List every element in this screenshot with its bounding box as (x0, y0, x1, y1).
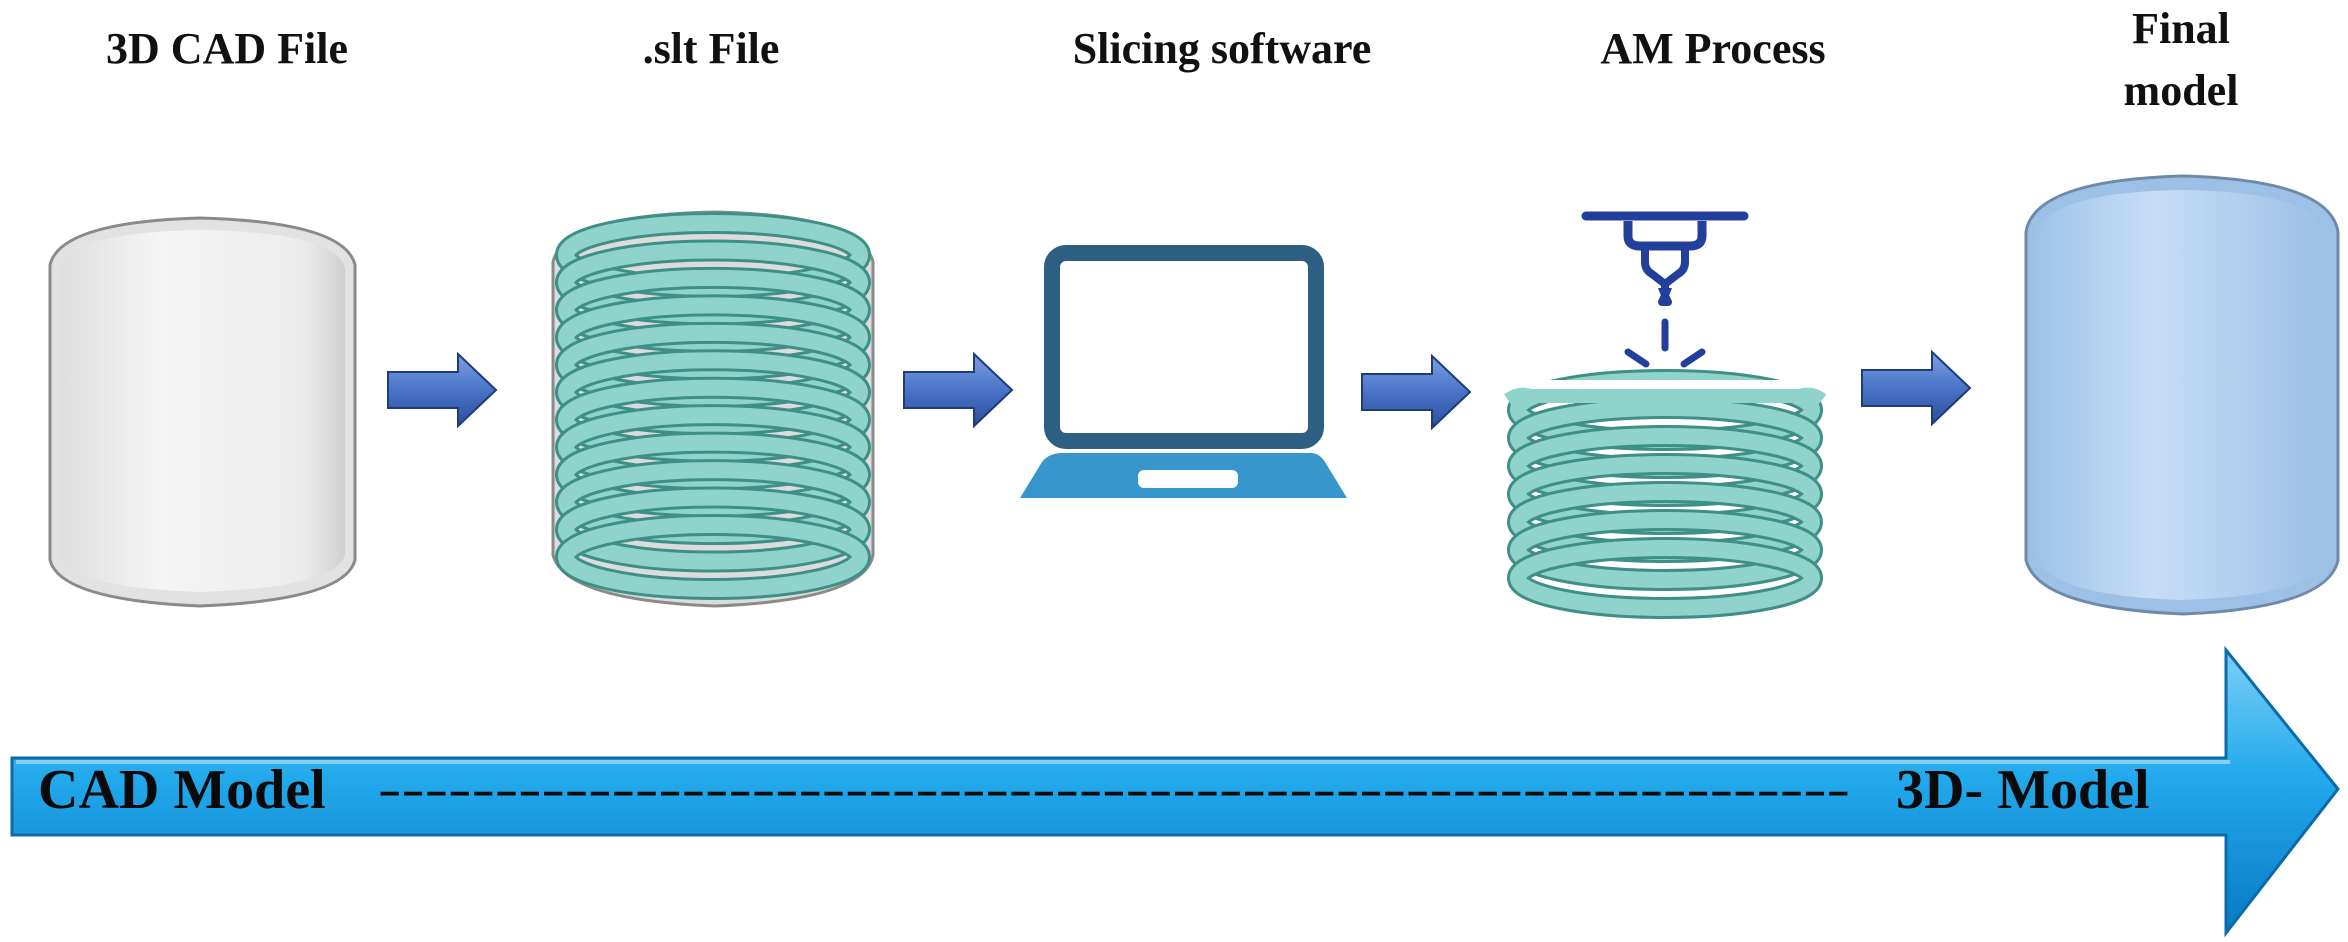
stage-title-final-line1: Final (2132, 4, 2230, 53)
step-arrows (387, 349, 1972, 431)
timeline-end-label: 3D- Model (1896, 759, 2150, 821)
stage-title-final-line2: model (2124, 66, 2239, 115)
laptop-icon (1020, 245, 1347, 498)
slice-ring (1510, 540, 1820, 616)
timeline-dashes: ----------------------------------------… (378, 765, 1850, 814)
step-arrow-icon (903, 351, 1014, 429)
cylinder-blank-icon (48, 216, 357, 608)
slice-ring (558, 489, 868, 570)
laptop-trackpad (1138, 470, 1238, 488)
timeline-start-label: CAD Model (38, 759, 326, 821)
stage-title-cad: 3D CAD File (106, 24, 348, 73)
step-arrow-icon (1361, 353, 1472, 431)
stage-title-am: AM Process (1600, 24, 1825, 73)
cylinder-final-icon (2024, 174, 2340, 616)
print-nozzle-icon (1504, 211, 1827, 619)
step-arrow-icon (1861, 349, 1972, 427)
slice-ring (1510, 512, 1820, 588)
printed-ring-stack (1504, 369, 1827, 619)
stage-title-slicing: Slicing software (1073, 24, 1372, 73)
sliced-cylinder-icon (551, 210, 875, 608)
stage-title-stl: .slt File (643, 24, 780, 73)
timeline-arrow (10, 645, 2340, 938)
laptop-screen (1044, 245, 1324, 449)
slice-ring (558, 517, 868, 597)
print-top-edge (1504, 387, 1827, 406)
ring-stack (555, 212, 871, 600)
step-arrow-icon (387, 351, 498, 429)
